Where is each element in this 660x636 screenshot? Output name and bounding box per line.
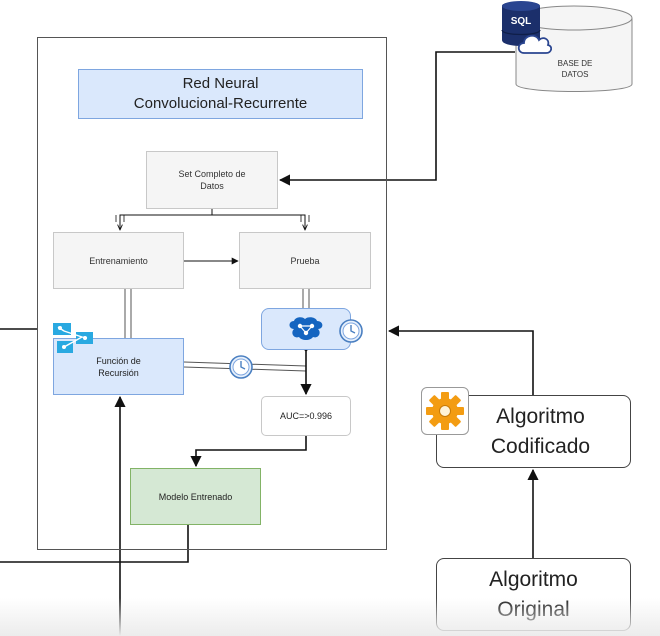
node-trained-model: Modelo Entrenado [130, 468, 261, 525]
node-coded-algorithm-line-1: Algoritmo [496, 404, 585, 428]
database-label: BASE DE DATOS [535, 58, 615, 80]
ai-brain-icon [289, 317, 323, 340]
network-flow-icon [53, 323, 93, 353]
database-label-line-1: BASE DE [557, 59, 593, 68]
sql-badge-icon [501, 1, 541, 46]
node-recursion-line-1: Función de [96, 355, 141, 366]
node-trained-model-label: Modelo Entrenado [158, 491, 233, 502]
node-auc: AUC=>0.996 [261, 396, 351, 436]
node-original-algorithm-line-2: Original [497, 597, 570, 621]
node-test: Prueba [239, 232, 371, 289]
database-label-line-2: DATOS [561, 70, 589, 79]
edge-database-to-dataset [278, 51, 515, 186]
edge-test-to-ai [302, 289, 310, 308]
clock-icon [229, 355, 253, 379]
edge-coded-to-model [387, 325, 534, 395]
node-coded-algorithm-line-2: Codificado [490, 434, 591, 458]
node-original-algorithm: Algoritmo Original [436, 558, 631, 631]
node-recursion: Función de Recursión [53, 338, 184, 395]
edge-training-to-recursion [124, 289, 132, 338]
node-training-label: Entrenamiento [89, 255, 148, 266]
node-ai-model [261, 308, 351, 350]
edge-model-to-left [0, 525, 189, 563]
node-test-label: Prueba [290, 255, 320, 266]
node-full-dataset-line-1: Set Completo de [178, 169, 246, 179]
title-line-2: Convolucional-Recurrente [133, 95, 308, 112]
node-training: Entrenamiento [53, 232, 184, 289]
node-full-dataset: Set Completo de Datos [146, 151, 278, 209]
clock-icon [339, 319, 363, 343]
diagram-title: Red Neural Convolucional-Recurrente [78, 69, 363, 119]
model-container [37, 37, 387, 550]
gear-icon-frame [421, 387, 469, 435]
node-auc-label: AUC=>0.996 [279, 411, 333, 421]
node-original-algorithm-line-1: Algoritmo [489, 567, 578, 591]
edge-dataset-split [120, 209, 213, 230]
node-full-dataset-line-2: Datos [200, 181, 224, 191]
title-line-1: Red Neural [182, 75, 259, 92]
node-recursion-line-2: Recursión [98, 367, 139, 378]
database-cylinder-icon [515, 5, 633, 92]
cloud-icon [517, 34, 553, 54]
edge-auc-to-model [190, 436, 307, 468]
edge-dataset-split-right [212, 214, 305, 230]
gear-icon [426, 392, 464, 430]
sql-badge-label: SQL [510, 16, 532, 27]
